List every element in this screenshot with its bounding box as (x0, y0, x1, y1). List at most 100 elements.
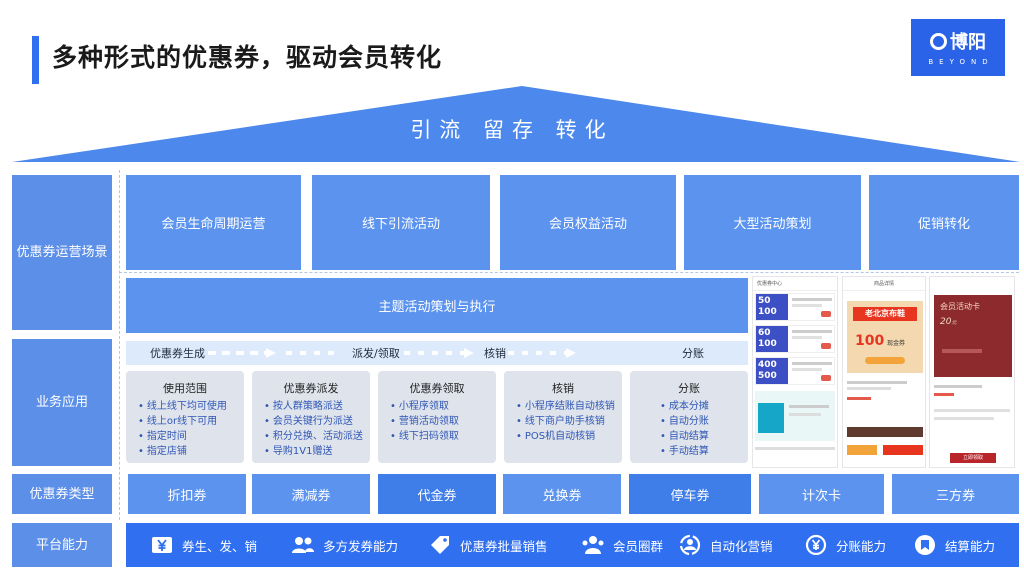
coupon-type-discount: 折扣券 (128, 474, 246, 514)
screenshot-product-detail: 商品详情 老北京布鞋 100 现金券 (842, 276, 926, 468)
list-item: 指定时间 (138, 429, 244, 444)
platform-item-label: 结算能力 (945, 538, 996, 554)
settlement-icon (913, 533, 937, 557)
coupon-type-parking: 停车券 (629, 474, 751, 514)
coupon-tile-value: 60 (758, 328, 771, 338)
platform-item-settlement: 结算能力 (913, 523, 995, 567)
logo-name: 博阳 (950, 32, 986, 53)
platform-item-label: 分账能力 (836, 538, 887, 554)
list-item: 营销活动领取 (390, 414, 496, 429)
platform-item-bulk-sale: 优惠券批量销售 (428, 523, 548, 567)
vertical-divider (119, 170, 120, 520)
list-item: 手动结算 (660, 444, 748, 459)
list-item: 积分兑换、活动派送 (264, 429, 370, 444)
scene-promotion: 促销转化 (869, 175, 1019, 270)
list-item: 小程序领取 (390, 399, 496, 414)
platform-item-label: 优惠券批量销售 (460, 538, 548, 554)
platform-item-coupon-lifecycle: 券生、发、销 (150, 523, 257, 567)
list-item: 自动分账 (660, 414, 748, 429)
list-item: 指定店铺 (138, 444, 244, 459)
horizontal-divider (119, 272, 1019, 273)
member-card-value: 20 (940, 317, 952, 327)
list-item: 自动结算 (660, 429, 748, 444)
list-item: 会员关键行为派送 (264, 414, 370, 429)
logo-subtitle: BEYOND (928, 58, 994, 66)
platform-item-label: 多方发券能力 (323, 538, 399, 554)
title-accent-bar (32, 36, 39, 84)
coupon-type-count-card: 计次卡 (759, 474, 884, 514)
users-icon (291, 533, 315, 557)
flow-step-generate: 优惠券生成 (150, 347, 205, 360)
card-title: 优惠券领取 (409, 382, 465, 395)
theme-activity: 主题活动策划与执行 (126, 278, 748, 333)
list-item: POS机自动核销 (516, 429, 622, 444)
roof-shape (12, 86, 1020, 162)
card-distribute: 优惠券派发 按人群策略派送 会员关键行为派送 积分兑换、活动派送 导购1V1赠送 (252, 371, 370, 463)
platform-item-member-group: 会员圈群 (581, 523, 663, 567)
flow-step-split: 分账 (682, 347, 704, 360)
flow-bar: 优惠券生成 派发/领取 核销 分账 (126, 341, 748, 365)
card-title: 核销 (552, 382, 574, 395)
scene-benefits: 会员权益活动 (500, 175, 676, 270)
coupon-tile-unit: 500 (758, 371, 777, 381)
platform-item-label: 会员圈群 (613, 538, 664, 554)
screenshot-member-card: 会员活动卡 20元 立即领取 (929, 276, 1015, 468)
list-item: 小程序结账自动核销 (516, 399, 622, 414)
member-card-title: 会员活动卡 (940, 302, 980, 311)
coupon-tile-unit: 100 (758, 339, 777, 349)
platform-item-automation: 自动化营销 (678, 523, 773, 567)
brand-logo: 博阳 BEYOND (911, 19, 1005, 76)
flow-step-distribute: 派发/领取 (352, 347, 400, 360)
promo-unit: 现金券 (887, 340, 906, 347)
list-item: 按人群策略派送 (264, 399, 370, 414)
scene-lifecycle: 会员生命周期运营 (126, 175, 301, 270)
list-item: 线上or线下可用 (138, 414, 244, 429)
coupon-tile-value: 50 (758, 296, 771, 306)
label-coupon-types: 优惠券类型 (12, 474, 112, 514)
platform-item-label: 自动化营销 (710, 538, 773, 554)
roof-text: 引流 留存 转化 (410, 118, 614, 142)
yen-circle-icon (804, 533, 828, 557)
card-title: 优惠券派发 (283, 382, 339, 395)
platform-item-split-ability: 分账能力 (804, 523, 886, 567)
page-title: 多种形式的优惠券，驱动会员转化 (52, 43, 443, 72)
platform-bar: 券生、发、销 多方发券能力 优惠券批量销售 会员圈群 自动化营销 分账能力 (126, 523, 1019, 567)
coupon-type-voucher: 代金券 (378, 474, 496, 514)
coupon-tile-value: 400 (758, 360, 777, 370)
card-receive: 优惠券领取 小程序领取 营销活动领取 线下扫码领取 (378, 371, 496, 463)
card-title: 分账 (678, 382, 700, 395)
receive-button[interactable]: 立即领取 (950, 453, 996, 463)
label-platform: 平台能力 (12, 523, 112, 567)
card-split: 分账 成本分摊 自动分账 自动结算 手动结算 (630, 371, 748, 463)
coupon-type-full-reduction: 满减券 (252, 474, 370, 514)
label-business: 业务应用 (12, 339, 112, 466)
card-scope: 使用范围 线上线下均可使用 线上or线下可用 指定时间 指定店铺 (126, 371, 244, 463)
platform-item-multi-issue: 多方发券能力 (291, 523, 398, 567)
screenshot-title: 优惠券中心 (753, 277, 837, 291)
flow-step-redeem: 核销 (484, 347, 506, 360)
coupon-type-third-party: 三方券 (892, 474, 1019, 514)
list-item: 导购1V1赠送 (264, 444, 370, 459)
logo-ring-icon (930, 32, 947, 50)
screenshot-title: 商品详情 (843, 277, 925, 291)
list-item: 成本分摊 (660, 399, 748, 414)
card-title: 使用范围 (163, 382, 207, 395)
list-item: 线下扫码领取 (390, 429, 496, 444)
promo-amount: 100 (855, 333, 885, 349)
group-icon (581, 533, 605, 557)
coupon-tile-unit: 100 (758, 307, 777, 317)
promo-banner: 老北京布鞋 (853, 307, 917, 321)
member-card-unit: 元 (951, 320, 957, 326)
card-redeem: 核销 小程序结账自动核销 线下商户助手核销 POS机自动核销 (504, 371, 622, 463)
scene-big-event: 大型活动策划 (684, 175, 861, 270)
list-item: 线下商户助手核销 (516, 414, 622, 429)
flow-arrows (208, 348, 576, 358)
coupon-type-exchange: 兑换券 (503, 474, 621, 514)
label-scenarios: 优惠券运营场景 (12, 175, 112, 330)
automation-icon (678, 533, 702, 557)
scene-offline: 线下引流活动 (312, 175, 490, 270)
platform-item-label: 券生、发、销 (182, 538, 258, 554)
list-item: 线上线下均可使用 (138, 399, 244, 414)
yen-icon (150, 533, 174, 557)
